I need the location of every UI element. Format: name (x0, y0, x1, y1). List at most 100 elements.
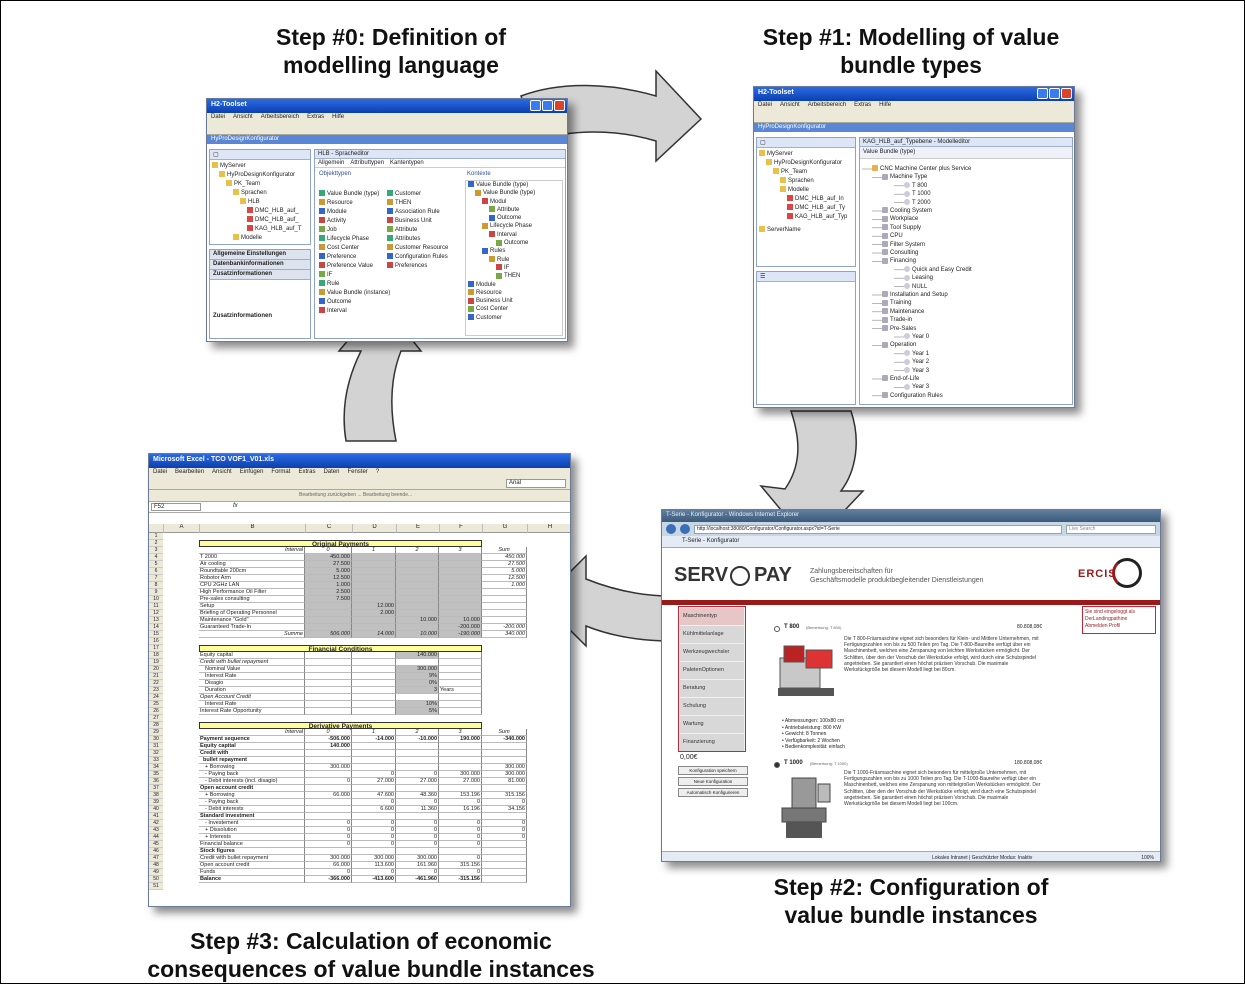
cell[interactable]: Stock figures (199, 848, 305, 855)
row-number[interactable]: 23 (149, 687, 163, 694)
cell[interactable] (396, 575, 439, 582)
forward-icon[interactable] (680, 524, 690, 534)
cell[interactable]: Open account credit (199, 862, 305, 869)
cell[interactable] (305, 652, 352, 659)
cell[interactable] (439, 575, 482, 582)
cell[interactable] (352, 757, 396, 764)
cell[interactable] (439, 813, 482, 820)
kontext-item[interactable]: Rules (466, 247, 562, 255)
cell[interactable] (352, 575, 396, 582)
model-node[interactable]: Year 2 (904, 358, 929, 367)
cell[interactable]: 0 (305, 834, 352, 841)
cell[interactable] (352, 694, 396, 701)
cell[interactable]: 0 (305, 827, 352, 834)
cell[interactable]: Roundtable 200cm (199, 568, 305, 575)
cell[interactable] (396, 589, 439, 596)
cell[interactable]: -366.000 (305, 876, 352, 883)
cell[interactable]: Duration (199, 687, 305, 694)
cell[interactable] (305, 757, 352, 764)
kontext-item[interactable]: IF (466, 264, 562, 272)
cell[interactable] (352, 652, 396, 659)
row-number[interactable]: 44 (149, 834, 163, 841)
cell[interactable]: 0 (482, 820, 527, 827)
object-type-item[interactable]: Business Unit (387, 217, 448, 226)
cell[interactable]: 0 (352, 771, 396, 778)
cell[interactable]: -190.000 (439, 631, 482, 638)
excel-menu-item[interactable]: Extras (298, 469, 316, 475)
cell[interactable]: 27.500 (305, 561, 352, 568)
cell[interactable] (396, 561, 439, 568)
config-button[interactable]: Automatisch Konfigurieren (678, 788, 748, 797)
object-type-item[interactable]: Rule (319, 280, 390, 289)
minimize-icon[interactable] (530, 100, 541, 111)
cell[interactable]: 3 (396, 687, 439, 694)
cell[interactable] (439, 659, 482, 666)
column-header[interactable]: B (199, 524, 305, 533)
object-type-item[interactable]: Value Bundle (instance) (319, 289, 390, 298)
cell[interactable] (305, 750, 352, 757)
config-button[interactable]: Neue Konfiguration (678, 777, 748, 786)
kontext-item[interactable]: Customer (466, 314, 562, 322)
row-number[interactable]: 11 (149, 603, 163, 610)
model-node[interactable]: T 800 (904, 182, 927, 191)
cell[interactable]: 0 (439, 834, 482, 841)
cell[interactable] (352, 848, 396, 855)
cell[interactable]: Equity capital (199, 743, 305, 750)
search-box[interactable]: Live Search (1066, 524, 1156, 534)
row-number[interactable]: 40 (149, 806, 163, 813)
nav-item[interactable]: Wartung (680, 716, 744, 733)
cell[interactable]: 506.000 (305, 631, 352, 638)
row-number[interactable]: 27 (149, 715, 163, 722)
cell[interactable] (305, 799, 352, 806)
cell[interactable]: 2 (396, 547, 439, 554)
menu-hilfe[interactable]: Hilfe (332, 114, 345, 120)
cell[interactable]: 0 (482, 799, 527, 806)
cell[interactable] (352, 708, 396, 715)
cell[interactable] (352, 568, 396, 575)
cell[interactable] (482, 757, 527, 764)
tree-node[interactable]: Sprachen (759, 177, 853, 186)
cell[interactable] (305, 680, 352, 687)
cell[interactable] (352, 813, 396, 820)
cell[interactable]: 315.156 (439, 862, 482, 869)
cell[interactable]: 2.500 (305, 589, 352, 596)
excel-menu-item[interactable]: Einfügen (239, 469, 264, 475)
shot2-zoom[interactable]: 100% (1141, 855, 1154, 861)
cell[interactable]: 0 (396, 827, 439, 834)
tree-node[interactable]: PK_Team (759, 168, 853, 177)
cell[interactable]: 0 (352, 827, 396, 834)
cell[interactable]: Guaranteed Trade-In (199, 624, 305, 631)
cell[interactable]: 300.000 (439, 771, 482, 778)
row-number[interactable]: 33 (149, 757, 163, 764)
column-header[interactable]: D (352, 524, 396, 533)
cell[interactable]: 161.960 (396, 862, 439, 869)
cell[interactable] (439, 701, 482, 708)
object-type-item[interactable]: THEN (387, 199, 448, 208)
cell[interactable]: Open account credit (199, 785, 305, 792)
row-number[interactable]: 46 (149, 848, 163, 855)
cell[interactable] (396, 554, 439, 561)
cell[interactable]: 0 (352, 869, 396, 876)
cell[interactable]: 450.000 (305, 554, 352, 561)
model-node[interactable]: Pre-Sales (882, 325, 916, 334)
cell[interactable]: 3 (439, 729, 482, 736)
maximize-icon[interactable] (1049, 88, 1060, 99)
cell[interactable]: + Borrowing (199, 764, 305, 771)
object-type-item[interactable]: Activity (319, 217, 390, 226)
cell[interactable] (396, 743, 439, 750)
cell[interactable] (439, 652, 482, 659)
cell[interactable] (305, 806, 352, 813)
row-number[interactable]: 12 (149, 610, 163, 617)
model-node[interactable]: Training (882, 299, 911, 308)
object-type-item[interactable]: Job (319, 226, 390, 235)
props-section[interactable]: Datenbankinformationen (210, 260, 310, 270)
cell[interactable]: 0 (439, 841, 482, 848)
cell[interactable]: 34.156 (482, 806, 527, 813)
object-type-item[interactable]: Preference (319, 253, 390, 262)
row-number[interactable]: 26 (149, 708, 163, 715)
cell[interactable] (305, 666, 352, 673)
cell[interactable] (352, 673, 396, 680)
cell[interactable] (482, 750, 527, 757)
cell[interactable] (439, 673, 482, 680)
cell[interactable]: Credit with (199, 750, 305, 757)
